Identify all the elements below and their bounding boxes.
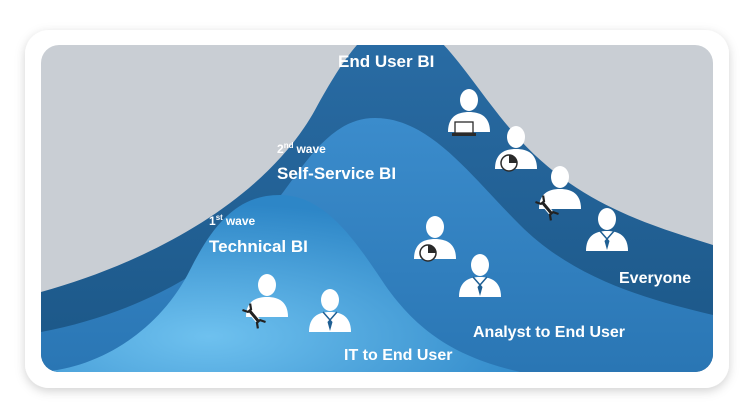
person-body bbox=[246, 297, 288, 317]
person-head bbox=[598, 208, 616, 230]
wrench-icon bbox=[535, 195, 559, 221]
wrench-icon bbox=[242, 303, 266, 329]
person-figure bbox=[448, 89, 490, 136]
pie-chart-icon bbox=[500, 154, 518, 172]
person-figure bbox=[459, 254, 501, 297]
person-head bbox=[507, 126, 525, 148]
third-wave-title: End User BI bbox=[338, 52, 434, 71]
second-wave-title: Self-Service BI bbox=[277, 164, 396, 183]
laptop-icon bbox=[452, 121, 476, 136]
person-head bbox=[460, 89, 478, 111]
person-figure bbox=[495, 126, 537, 172]
person-head bbox=[321, 289, 339, 311]
person-head bbox=[551, 166, 569, 188]
person-figure bbox=[535, 166, 581, 221]
person-figure bbox=[586, 208, 628, 251]
person-figure bbox=[414, 216, 456, 262]
tie-icon bbox=[322, 311, 338, 331]
second-wave-audience: Analyst to End User bbox=[473, 324, 625, 341]
first-wave-audience: IT to End User bbox=[344, 347, 452, 364]
third-wave-audience: Everyone bbox=[619, 270, 691, 287]
person-figure bbox=[242, 274, 288, 329]
pie-chart-icon bbox=[419, 244, 437, 262]
person-head bbox=[471, 254, 489, 276]
person-head bbox=[426, 216, 444, 238]
tie-icon bbox=[472, 276, 488, 296]
person-figure bbox=[309, 289, 351, 332]
person-body bbox=[539, 189, 581, 209]
first-wave-shape bbox=[41, 195, 520, 372]
person-head bbox=[258, 274, 276, 296]
first-wave-title: Technical BI bbox=[209, 237, 308, 256]
tie-icon bbox=[599, 230, 615, 250]
